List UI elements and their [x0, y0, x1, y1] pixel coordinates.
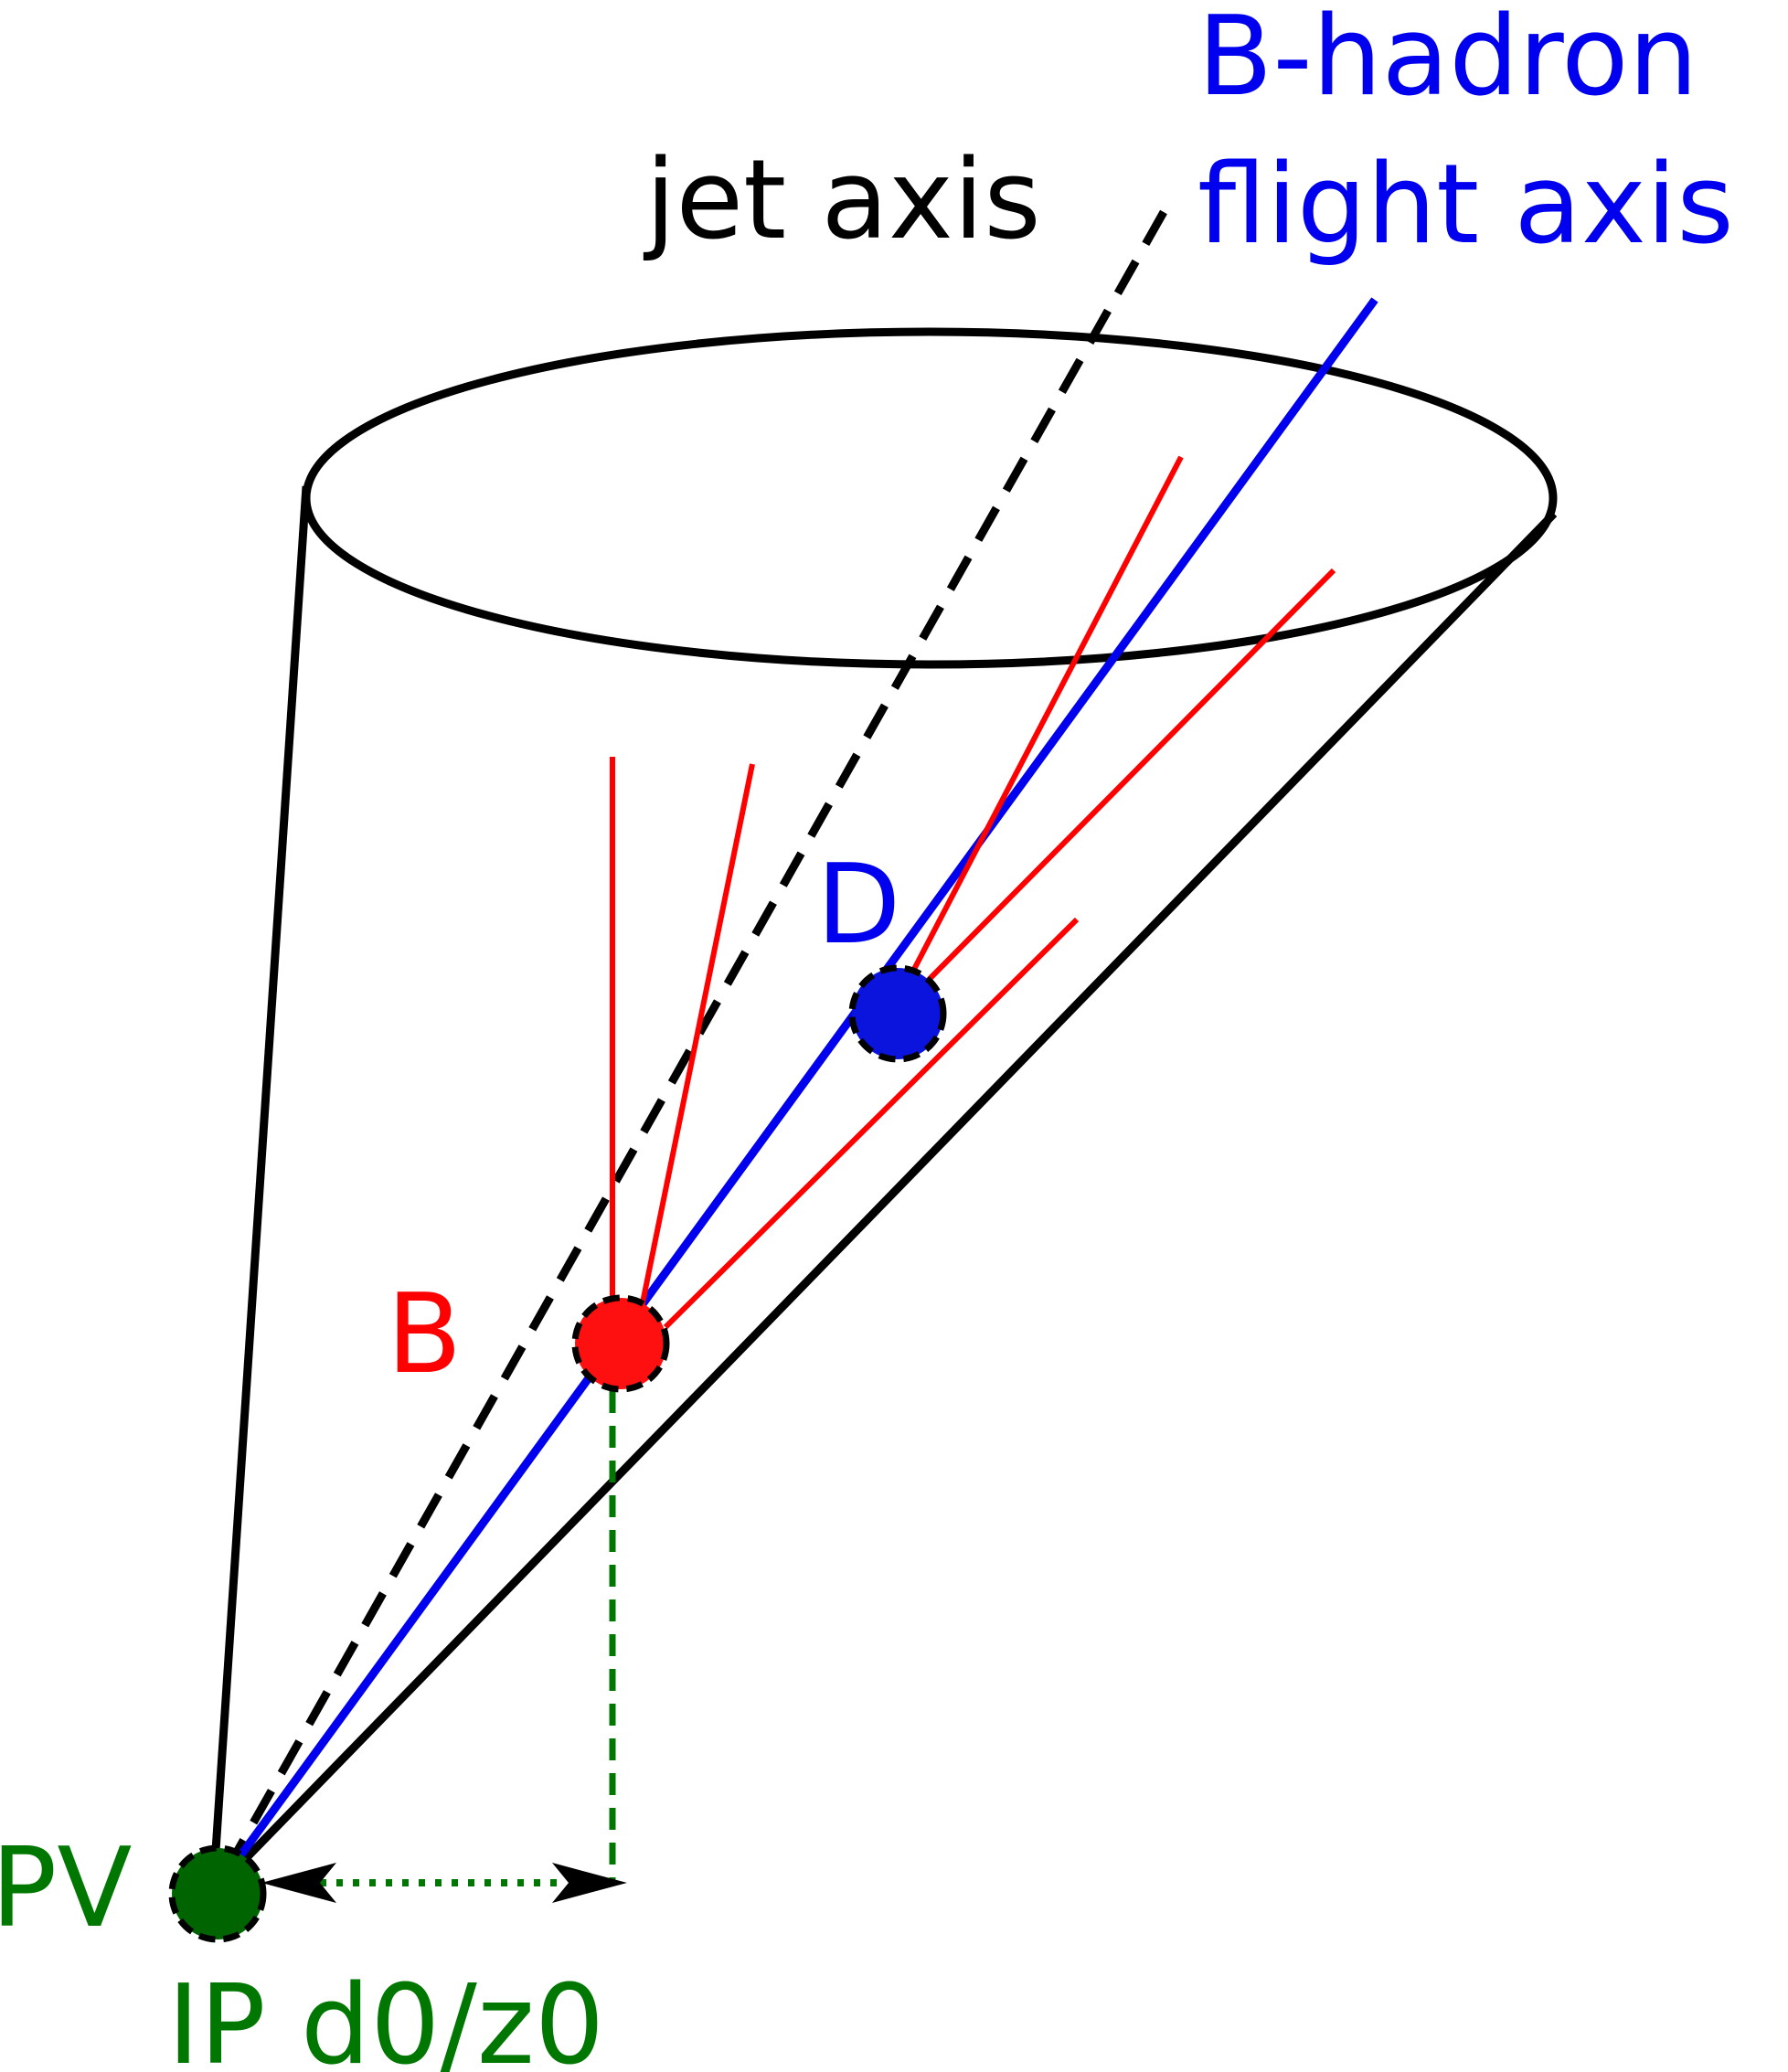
b-vertex-label: B [387, 1271, 462, 1398]
b-hadron-label-line1: B-hadron [1197, 0, 1698, 121]
cone-top-ellipse [302, 327, 1558, 669]
cone-right-edge [220, 510, 1558, 1885]
impact-parameter-arrowhead-right [552, 1863, 627, 1903]
ip-label: IP d0/z0 [167, 1962, 604, 2072]
jet-axis-line [216, 209, 1167, 1886]
b-track-steep [637, 763, 755, 1317]
b-hadron-flight-axis-line [216, 297, 1378, 1887]
b-hadron-label-line2: flight axis [1197, 142, 1734, 269]
d-vertex-label: D [816, 842, 900, 969]
pv-dot [168, 1844, 267, 1943]
cone-left-edge [208, 485, 311, 1893]
b-vertex-dot [571, 1294, 670, 1393]
b-track-shallow [663, 917, 1080, 1330]
d-track-steep [907, 455, 1184, 980]
d-track-shallow [921, 568, 1336, 988]
jet-axis-label: jet axis [643, 137, 1041, 264]
pv-label: PV [0, 1825, 132, 1952]
d-vertex-dot [848, 964, 947, 1063]
impact-parameter-arrowhead-left [261, 1863, 336, 1903]
